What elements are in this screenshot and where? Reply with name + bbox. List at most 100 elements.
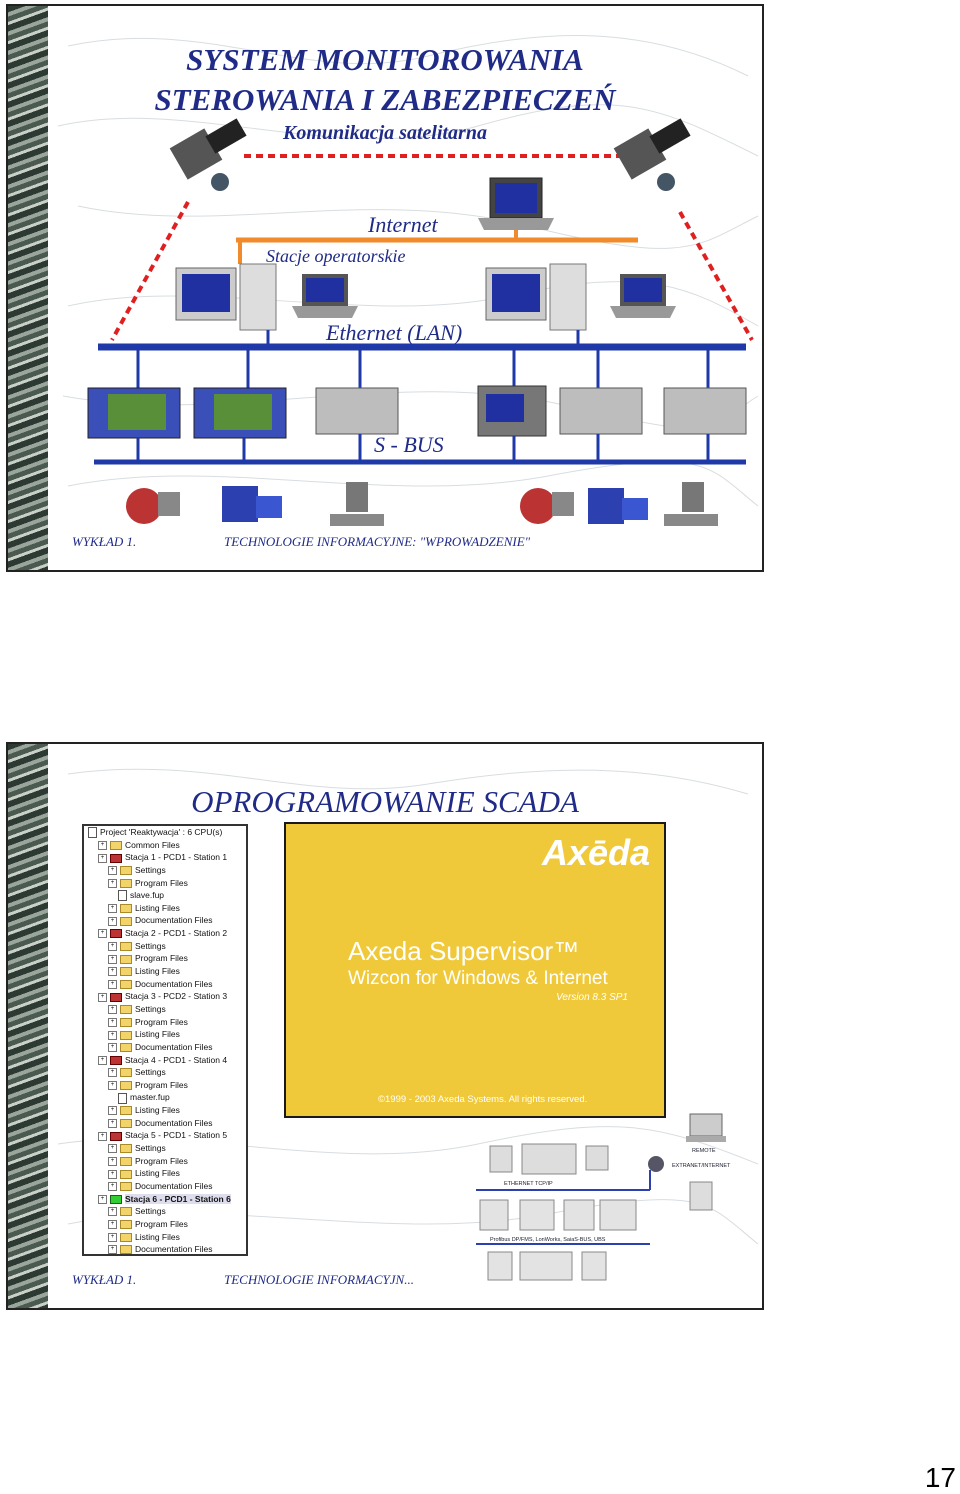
expand-toggle-icon[interactable]: + <box>108 1156 117 1166</box>
tree-item[interactable]: +Listing Files <box>84 1028 246 1041</box>
satellite-dish-left-icon <box>169 118 247 191</box>
expand-toggle-icon[interactable]: + <box>108 1232 117 1242</box>
expand-toggle-icon[interactable]: + <box>108 1030 117 1040</box>
tree-item[interactable]: +Program Files <box>84 1218 246 1231</box>
tree-item[interactable]: +Listing Files <box>84 965 246 978</box>
expand-toggle-icon[interactable]: + <box>108 979 117 989</box>
plc-rack-4-icon <box>559 387 643 435</box>
tree-item[interactable]: +Documentation Files <box>84 1041 246 1054</box>
tree-item[interactable]: +Stacja 4 - PCD1 - Station 4 <box>84 1054 246 1067</box>
tree-item[interactable]: + Program Files <box>84 1155 246 1168</box>
tree-item[interactable]: slave.fup <box>84 889 246 902</box>
expand-toggle-icon[interactable]: + <box>108 1068 117 1078</box>
expand-toggle-icon[interactable]: + <box>108 954 117 964</box>
decorative-stripe <box>8 744 48 1308</box>
expand-toggle-icon[interactable]: + <box>98 840 107 850</box>
expand-toggle-icon[interactable]: + <box>108 1118 117 1128</box>
expand-toggle-icon[interactable]: + <box>108 1182 117 1192</box>
tree-item-label: Stacja 2 - PCD1 - Station 2 <box>125 928 228 939</box>
right-dashed-line <box>678 211 754 341</box>
tree-item[interactable]: + Stacja 2 - PCD1 - Station 2 <box>84 927 246 940</box>
expand-toggle-icon[interactable]: + <box>108 1017 117 1027</box>
expand-toggle-icon[interactable]: + <box>108 1169 117 1179</box>
expand-toggle-icon[interactable]: + <box>108 942 117 952</box>
slide-subtitle: Komunikacja satelitarna <box>283 122 487 144</box>
tree-item[interactable]: +Program Files <box>84 877 246 890</box>
extranet-label: EXTRANET/INTERNET <box>672 1163 731 1169</box>
tree-item[interactable]: +Stacja 5 - PCD1 - Station 5 <box>84 1129 246 1142</box>
tree-item[interactable]: +Documentation Files <box>84 914 246 927</box>
expand-toggle-icon[interactable]: + <box>98 1131 107 1141</box>
expand-toggle-icon[interactable]: + <box>108 1005 117 1015</box>
tree-item[interactable]: +Listing Files <box>84 1167 246 1180</box>
tree-item[interactable]: + Settings <box>84 1142 246 1155</box>
motor-blue-1-icon <box>222 486 282 522</box>
expand-toggle-icon[interactable]: + <box>108 878 117 888</box>
tree-item-label: Settings <box>135 1003 166 1014</box>
io-module-2-icon <box>519 1251 573 1281</box>
tree-item[interactable]: +Settings <box>84 1205 246 1218</box>
plc-rack-3-icon <box>315 387 399 435</box>
expand-toggle-icon[interactable]: + <box>108 1043 117 1053</box>
tree-item-label: Stacja 6 - PCD1 - Station 6 <box>125 1193 231 1204</box>
controller-3-icon <box>563 1199 595 1231</box>
tree-item[interactable]: +Listing Files <box>84 902 246 915</box>
folder-icon <box>120 904 132 914</box>
tree-item[interactable]: + Documentation Files <box>84 1243 246 1255</box>
tree-item[interactable]: +Program Files <box>84 1016 246 1029</box>
device-2-icon <box>521 1143 577 1175</box>
tree-item-label: Program Files <box>135 1155 188 1166</box>
cpu-icon <box>110 992 122 1002</box>
tree-item-label: Listing Files <box>135 1231 180 1242</box>
expand-toggle-icon[interactable]: + <box>108 1207 117 1217</box>
tree-item[interactable]: + Settings <box>84 864 246 877</box>
tree-item[interactable]: Project 'Reaktywacja' : 6 CPU(s) <box>84 826 246 839</box>
tree-item[interactable]: +Documentation Files <box>84 978 246 991</box>
file-icon <box>118 1092 127 1104</box>
tree-item-label: Documentation Files <box>135 1244 213 1255</box>
expand-toggle-icon[interactable]: + <box>108 1144 117 1154</box>
tree-item[interactable]: +Stacja 1 - PCD1 - Station 1 <box>84 851 246 864</box>
tree-item[interactable]: +Documentation Files <box>84 1180 246 1193</box>
tree-item[interactable]: + Stacja 6 - PCD1 - Station 6 <box>84 1193 246 1206</box>
expand-toggle-icon[interactable]: + <box>108 916 117 926</box>
folder-icon <box>120 979 132 989</box>
ethernet-tcpip-label: ETHERNET TCP/IP <box>504 1181 553 1187</box>
folder-icon <box>120 1106 132 1116</box>
folder-icon <box>120 916 132 926</box>
file-icon <box>88 827 97 839</box>
expand-toggle-icon[interactable]: + <box>108 1245 117 1254</box>
expand-toggle-icon[interactable]: + <box>98 992 107 1002</box>
tree-item[interactable]: +Stacja 3 - PCD2 - Station 3 <box>84 990 246 1003</box>
tree-item[interactable]: +Listing Files <box>84 1104 246 1117</box>
tree-item-label: Settings <box>135 1143 166 1154</box>
expand-toggle-icon[interactable]: + <box>98 853 107 863</box>
footer-lecture: WYKŁAD 1. <box>72 534 137 549</box>
sbus-label: S - BUS <box>374 432 444 457</box>
expand-toggle-icon[interactable]: + <box>108 1081 117 1091</box>
expand-toggle-icon[interactable]: + <box>108 904 117 914</box>
tree-item[interactable]: + Listing Files <box>84 1231 246 1244</box>
tree-item-label: Settings <box>135 864 166 875</box>
expand-toggle-icon[interactable]: + <box>108 1220 117 1230</box>
expand-toggle-icon[interactable]: + <box>108 967 117 977</box>
tree-item[interactable]: +Settings <box>84 1066 246 1079</box>
tree-item[interactable]: +Documentation Files <box>84 1117 246 1130</box>
expand-toggle-icon[interactable]: + <box>108 866 117 876</box>
tree-item[interactable]: +Common Files <box>84 839 246 852</box>
operator-station-2-icon <box>485 263 587 331</box>
project-tree-panel[interactable]: Project 'Reaktywacja' : 6 CPU(s)+Common … <box>82 824 248 1256</box>
expand-toggle-icon[interactable]: + <box>98 1055 107 1065</box>
tree-item[interactable]: + Settings <box>84 1003 246 1016</box>
tree-item[interactable]: master.fup <box>84 1091 246 1104</box>
tree-item[interactable]: +Program Files <box>84 952 246 965</box>
expand-toggle-icon[interactable]: + <box>108 1106 117 1116</box>
tree-item[interactable]: + Program Files <box>84 1079 246 1092</box>
tree-item-label: Program Files <box>135 1079 188 1090</box>
expand-toggle-icon[interactable]: + <box>98 929 107 939</box>
cpu-icon <box>110 1055 122 1065</box>
cpu-active-icon <box>110 1194 122 1204</box>
expand-toggle-icon[interactable]: + <box>98 1194 107 1204</box>
motor-blue-2-icon <box>588 488 648 524</box>
tree-item[interactable]: +Settings <box>84 940 246 953</box>
